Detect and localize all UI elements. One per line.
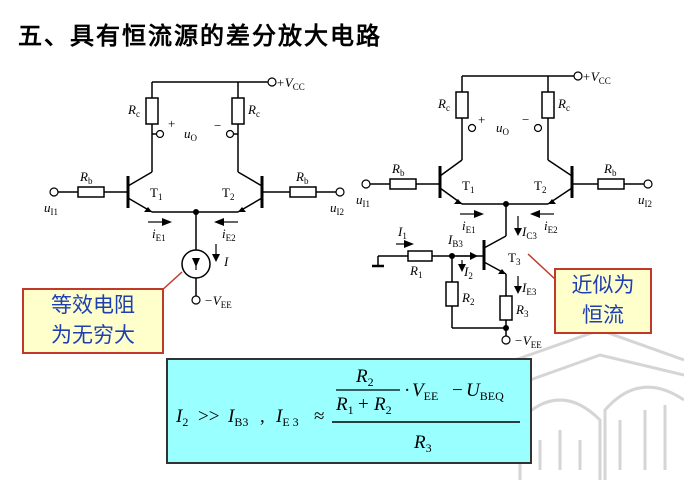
formula-dot: · xyxy=(404,380,410,401)
left-u11-label: uI1 xyxy=(44,200,58,217)
right-uo-minus: − xyxy=(522,112,529,127)
formula-ie3: IE 3 xyxy=(275,406,299,429)
left-rb1-label: Rb xyxy=(79,169,93,186)
left-i-label: I xyxy=(223,254,229,269)
right-t3-label: T3 xyxy=(508,250,521,267)
right-ie2-label: iE2 xyxy=(544,218,558,235)
right-t1-label: T1 xyxy=(462,178,474,195)
formula-ib3: IB3 xyxy=(227,406,248,429)
right-i1-label: I1 xyxy=(397,224,407,241)
right-rc2-label: Rc xyxy=(557,96,570,113)
left-ie1-label: iE1 xyxy=(152,226,166,243)
callout-right-line-2: 恒流 xyxy=(582,303,624,327)
callout-right-line-1: 近似为 xyxy=(571,273,635,297)
formula-r2: R2 xyxy=(373,394,392,417)
right-vcc-label: +VCC xyxy=(582,69,611,86)
left-uo-minus: − xyxy=(214,118,221,133)
left-u12-label: uI2 xyxy=(330,200,344,217)
left-vee-label: −VEE xyxy=(204,293,232,310)
right-rc1-label: Rc xyxy=(437,96,450,113)
right-i2-label: I2 xyxy=(463,264,473,281)
left-vcc-label: +VCC xyxy=(276,75,305,92)
right-u11-label: uI1 xyxy=(356,192,370,209)
right-ie3-label: IE3 xyxy=(521,280,537,297)
formula-den-r3: R3 xyxy=(413,432,432,455)
formula-box: I2 >> IB3 , IE 3 ≈ R2 R1 + R2 · VEE − UB… xyxy=(166,358,532,464)
left-t1-label: T1 xyxy=(150,185,162,202)
right-rb2-label: Rb xyxy=(603,161,617,178)
left-rc2-label: Rc xyxy=(247,102,260,119)
callout-left-line-2: 为无穷大 xyxy=(51,323,135,347)
slide-title: 五、具有恒流源的差分放大电路 xyxy=(18,22,382,50)
formula-plus: + xyxy=(358,394,369,415)
left-ie2-label: iE2 xyxy=(222,226,236,243)
left-rb2-label: Rb xyxy=(295,169,309,186)
formula: I2 >> IB3 , IE 3 ≈ R2 R1 + R2 · VEE − UB… xyxy=(175,366,520,455)
left-rc1-label: Rc xyxy=(127,102,140,119)
right-ic3-label: IC3 xyxy=(521,224,537,241)
right-uo-label: uO xyxy=(496,120,510,137)
formula-minus: − xyxy=(452,380,463,401)
formula-vee: VEE xyxy=(412,380,438,403)
callout-left-line-1: 等效电阻 xyxy=(51,293,135,317)
right-vee-label: −VEE xyxy=(514,333,542,350)
right-rb1-label: Rb xyxy=(391,161,405,178)
callout-constant-current: 近似为 恒流 xyxy=(554,268,652,334)
formula-ubeq: UBEQ xyxy=(466,380,504,403)
callout-infinite-resistance: 等效电阻 为无穷大 xyxy=(22,288,164,354)
formula-r1: R1 xyxy=(335,394,354,417)
formula-i2: I2 xyxy=(175,406,188,429)
left-uo-label: uO xyxy=(184,126,198,143)
formula-much-greater: >> xyxy=(198,406,219,427)
right-uo-plus: + xyxy=(478,112,485,127)
left-uo-plus: + xyxy=(168,116,175,131)
left-t2-label: T2 xyxy=(222,185,234,202)
right-r3-label: R3 xyxy=(515,302,529,319)
right-r2-label: R2 xyxy=(461,290,474,307)
right-u12-label: uI2 xyxy=(638,192,652,209)
formula-separator: , xyxy=(260,406,265,427)
right-ib3-label: IB3 xyxy=(447,232,463,249)
right-t2-label: T2 xyxy=(534,178,546,195)
formula-num-r2: R2 xyxy=(355,366,374,389)
formula-approx: ≈ xyxy=(314,406,324,427)
right-ie1-label: iE1 xyxy=(462,218,476,235)
right-r1-label: R1 xyxy=(409,263,422,280)
